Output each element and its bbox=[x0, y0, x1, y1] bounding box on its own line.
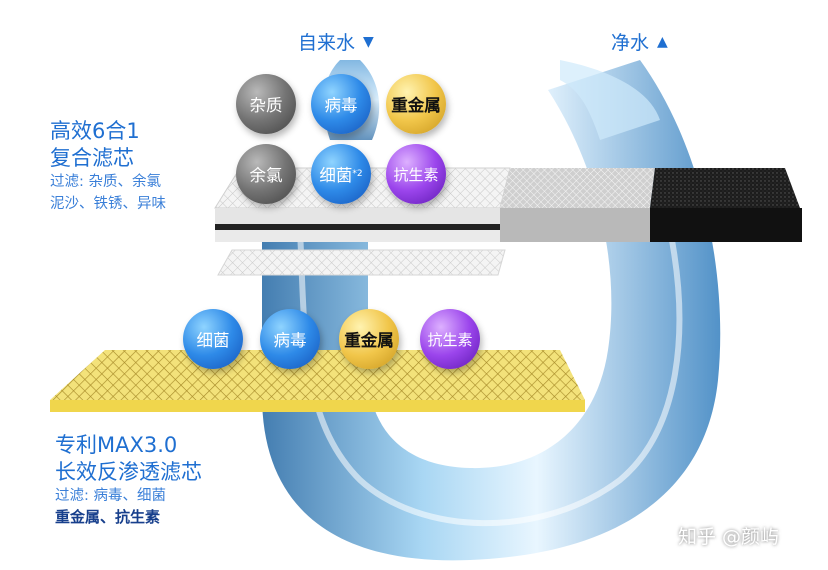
pp-cotton-layer-front bbox=[500, 208, 652, 242]
tap-water-text: 自来水 bbox=[298, 32, 356, 54]
ro-membrane-top bbox=[50, 350, 585, 400]
ball-label: 病毒 bbox=[324, 96, 358, 115]
composite-filter-lower-mesh bbox=[217, 249, 506, 276]
footnote-mark: *2 bbox=[352, 169, 363, 179]
up-arrow-icon: ▲ bbox=[657, 33, 668, 50]
ball-label: 抗生素 bbox=[393, 165, 439, 184]
ro-ball-virus: 病毒 bbox=[260, 309, 320, 369]
ball-label: 病毒 bbox=[273, 331, 307, 350]
carbon-layer-top bbox=[650, 168, 800, 208]
ro-membrane-front bbox=[50, 400, 585, 412]
contaminant-ball-impurities: 杂质 bbox=[236, 74, 296, 134]
composite-filter-info: 高效6合1 复合滤芯 过滤: 杂质、余氯 泥沙、铁锈、异味 bbox=[50, 118, 166, 215]
composite-filter-desc-1: 过滤: 杂质、余氯 bbox=[50, 173, 161, 190]
composite-filter-top-front bbox=[215, 208, 500, 224]
ball-label: 重金属 bbox=[344, 331, 394, 350]
carbon-layer-front bbox=[650, 208, 802, 242]
pure-water-text: 净水 bbox=[611, 32, 650, 54]
contaminant-ball-antibiotics: 抗生素 bbox=[386, 144, 446, 204]
composite-filter-title-1: 高效6合1 bbox=[50, 119, 140, 143]
ro-filter-desc-1: 过滤: 病毒、细菌 bbox=[55, 487, 166, 504]
contaminant-ball-virus: 病毒 bbox=[311, 74, 371, 134]
ball-label: 余氯 bbox=[249, 166, 283, 185]
ball-label: 细菌 bbox=[196, 331, 230, 350]
ball-label: 细菌 bbox=[319, 166, 353, 185]
watermark: 知乎 @颜屿 bbox=[678, 526, 780, 548]
composite-filter-desc-2: 泥沙、铁锈、异味 bbox=[50, 195, 166, 212]
ro-filter-desc-2: 重金属、抗生素 bbox=[55, 507, 161, 526]
ro-filter-title-2: 长效反渗透滤芯 bbox=[55, 459, 202, 484]
ball-label: 抗生素 bbox=[427, 330, 473, 349]
ro-ball-bacteria: 细菌 bbox=[183, 309, 243, 369]
contaminant-ball-bacteria: 细菌*2 bbox=[311, 144, 371, 204]
composite-filter-title-2: 复合滤芯 bbox=[50, 145, 134, 170]
ro-ball-antibiotics: 抗生素 bbox=[420, 309, 480, 369]
ball-label: 重金属 bbox=[391, 96, 441, 115]
water-right-stream bbox=[560, 60, 660, 140]
ro-ball-heavy-metal: 重金属 bbox=[339, 309, 399, 369]
contaminant-ball-heavy-metal: 重金属 bbox=[386, 74, 446, 134]
composite-filter-black-line bbox=[215, 224, 500, 230]
pure-water-label: 净水 ▲ bbox=[611, 28, 668, 55]
composite-filter-bottom-front bbox=[215, 230, 500, 242]
ro-filter-title-1: 专利MAX3.0 bbox=[55, 433, 178, 457]
ball-label: 杂质 bbox=[249, 96, 283, 115]
pp-cotton-layer-top bbox=[500, 168, 655, 208]
down-arrow-icon: ▼ bbox=[363, 33, 374, 50]
tap-water-label: 自来水 ▼ bbox=[298, 28, 374, 55]
ro-filter-info: 专利MAX3.0 长效反渗透滤芯 过滤: 病毒、细菌 重金属、抗生素 bbox=[55, 432, 202, 527]
contaminant-ball-residual-chlorine: 余氯 bbox=[236, 144, 296, 204]
